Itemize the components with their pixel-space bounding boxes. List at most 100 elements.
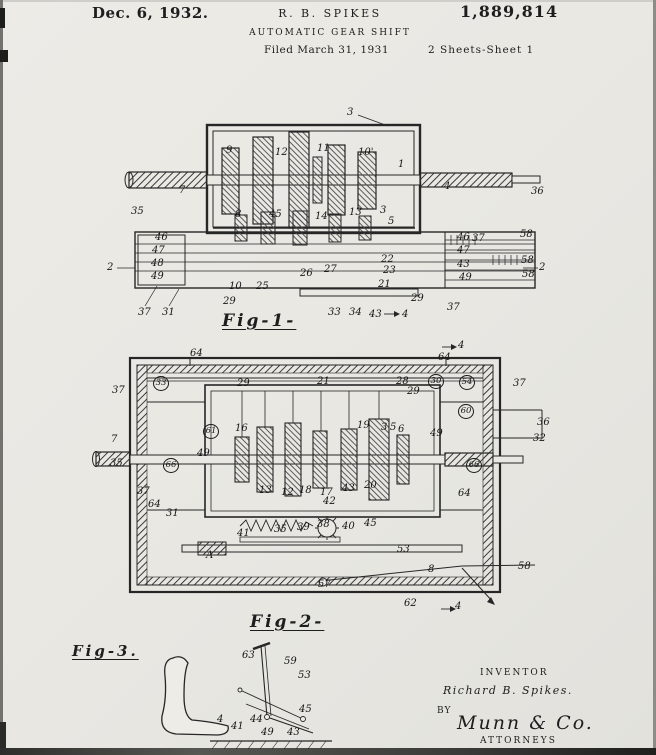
fig2-caption: Fig-2- <box>250 612 325 632</box>
ref-numeral-5: 5 <box>390 422 397 433</box>
ref-numeral-6: 6 <box>398 424 405 435</box>
ref-numeral-11: 11 <box>317 143 330 154</box>
ref-numeral-34: 34 <box>349 307 362 318</box>
ref-numeral-35: 35 <box>274 524 287 535</box>
ref-numeral-17: 17 <box>320 487 333 498</box>
ref-numeral-44: 44 <box>250 714 263 725</box>
ref-numeral-27: 27 <box>324 264 337 275</box>
ref-numeral-21: 21 <box>317 376 330 387</box>
ref-numeral-54: 54 <box>459 375 475 390</box>
ref-numeral-33: 33 <box>153 376 169 391</box>
ref-numeral-43: 43 <box>342 483 355 494</box>
ref-numeral-7: 7 <box>111 434 118 445</box>
ref-numeral-31: 31 <box>166 508 179 519</box>
ref-numeral-8: 8 <box>428 564 435 575</box>
inventor-label: INVENTOR <box>480 668 549 678</box>
ref-numeral-62: 62 <box>404 598 417 609</box>
fig1-gearbox-group <box>117 114 541 317</box>
ref-numeral-58: 58 <box>521 255 534 266</box>
ref-numeral-37: 37 <box>447 302 460 313</box>
fig2-case-group <box>92 344 543 612</box>
ref-numeral-57: 57 <box>318 579 331 590</box>
ref-numeral-35: 35 <box>110 458 123 469</box>
ref-numeral-49: 49 <box>459 272 472 283</box>
ref-numeral-43: 43 <box>457 259 470 270</box>
patent-date: Dec. 6, 1932. <box>92 4 209 22</box>
ref-numeral-47: 47 <box>152 245 165 256</box>
ref-numeral-45: 45 <box>299 704 312 715</box>
ref-numeral-49: 49 <box>151 271 164 282</box>
fig1-drawing <box>117 114 541 317</box>
ref-numeral-45: 45 <box>364 518 377 529</box>
scan-edge-right <box>653 0 656 755</box>
ref-numeral-2: 2 <box>539 262 546 273</box>
fig2-drawing <box>92 344 543 612</box>
ref-numeral-49: 49 <box>261 727 274 738</box>
ref-numeral-46: 46 <box>457 232 470 243</box>
ref-numeral-36: 36 <box>537 417 550 428</box>
ref-numeral-8: 8 <box>235 209 242 220</box>
ref-numeral-53: 53 <box>397 544 410 555</box>
scan-mark <box>0 8 5 28</box>
sheet-count: 2 Sheets-Sheet 1 <box>428 44 535 56</box>
ref-numeral-3: 3 <box>381 422 388 433</box>
ref-numeral-64: 64 <box>458 488 471 499</box>
ref-numeral-31: 31 <box>162 307 175 318</box>
ref-numeral-45: 45 <box>269 209 282 220</box>
ref-numeral-37: 37 <box>112 385 125 396</box>
ref-numeral-10: 10 <box>229 281 242 292</box>
ref-numeral-4: 4 <box>458 340 465 351</box>
ref-numeral-43: 43 <box>287 727 300 738</box>
attorneys-label: ATTORNEYS <box>480 736 557 746</box>
fig3-caption: Fig-3. <box>72 642 139 660</box>
invention-title: AUTOMATIC GEAR SHIFT <box>249 28 411 38</box>
ref-numeral-29: 29 <box>411 293 424 304</box>
ref-numeral-58: 58 <box>518 561 531 572</box>
ref-numeral-23: 23 <box>383 265 396 276</box>
ref-numeral-9: 9 <box>226 145 233 156</box>
ref-numeral-37: 37 <box>472 233 485 244</box>
ref-numeral-29: 29 <box>407 386 420 397</box>
ref-numeral-63: 63 <box>242 650 255 661</box>
ref-numeral-58: 58 <box>520 229 533 240</box>
by-label: BY <box>437 706 452 716</box>
ref-numeral-22: 22 <box>381 254 394 265</box>
scan-edge-bottom <box>0 748 656 755</box>
ref-numeral-4: 4 <box>402 309 409 320</box>
ref-numeral-16: 16 <box>235 423 248 434</box>
ref-numeral-39: 39 <box>297 522 310 533</box>
ref-numeral-64: 64 <box>438 352 451 363</box>
ref-numeral-7: 7 <box>179 185 186 196</box>
ref-numeral-19: 19 <box>357 420 370 431</box>
ref-numeral-41: 41 <box>231 721 244 732</box>
inventor-name-header: R. B. SPIKES <box>278 7 382 20</box>
ref-numeral-61: 61 <box>203 424 219 439</box>
ref-numeral-38: 38 <box>317 519 330 530</box>
ref-numeral-47: 47 <box>457 245 470 256</box>
ref-numeral-60: 60 <box>458 404 474 419</box>
ref-numeral-64: 64 <box>190 348 203 359</box>
patent-number: 1,889,814 <box>460 2 559 21</box>
ref-numeral-36: 36 <box>531 186 544 197</box>
ref-numeral-10': 10' <box>358 147 374 158</box>
ref-numeral-66: 66 <box>466 458 482 473</box>
ref-numeral-12: 12 <box>275 147 288 158</box>
scan-edge-top <box>0 0 656 2</box>
ref-numeral-37: 37 <box>137 486 150 497</box>
ref-numeral-20: 20 <box>364 480 377 491</box>
attorney-firm-signature: Munn & Co. <box>457 712 594 734</box>
ref-numeral-12: 12 <box>281 487 294 498</box>
ref-numeral-13: 13 <box>349 207 362 218</box>
ref-numeral-3: 3 <box>347 107 354 118</box>
ref-numeral-18: 18 <box>299 485 312 496</box>
ref-numeral-48: 48 <box>151 258 164 269</box>
ref-numeral-4: 4 <box>455 601 462 612</box>
ref-numeral-29: 29 <box>237 378 250 389</box>
ref-numeral-49: 49 <box>197 448 210 459</box>
scan-edge-left <box>0 0 3 755</box>
ref-numeral-29: 29 <box>223 296 236 307</box>
ref-numeral-A: A <box>206 550 214 561</box>
